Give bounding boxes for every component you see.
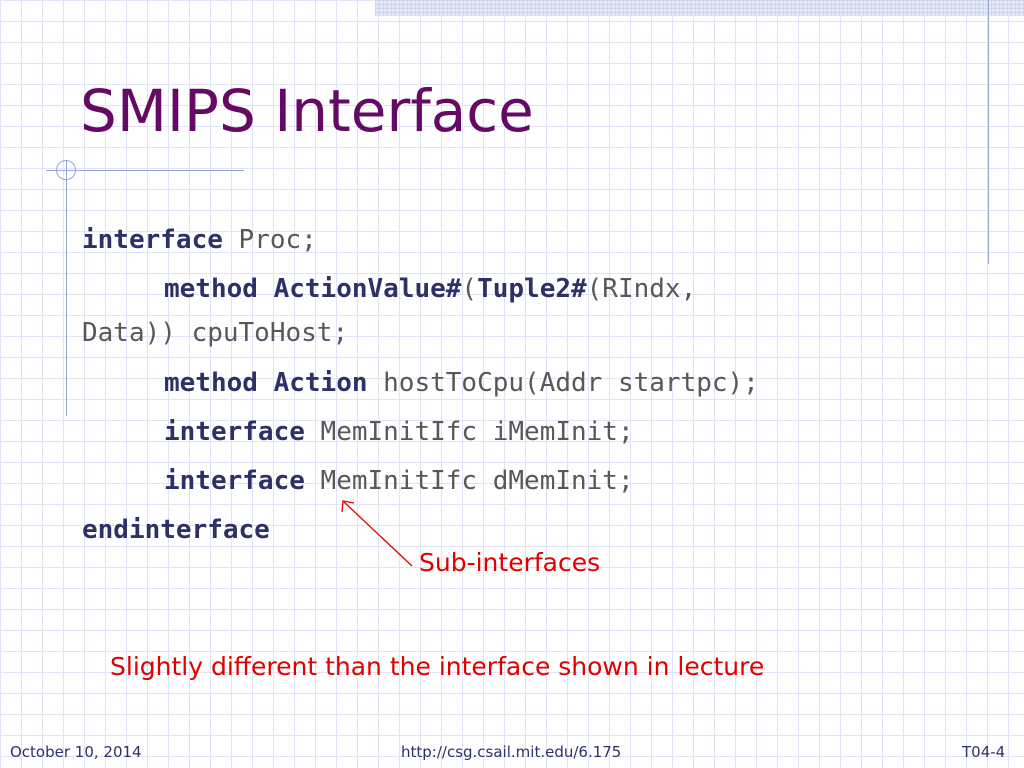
code-keyword: Action bbox=[273, 368, 368, 398]
code-line-4: interface MemInitIfc iMemInit; bbox=[82, 410, 962, 459]
header-decoration-band bbox=[375, 0, 1024, 16]
code-line-6: endinterface bbox=[82, 508, 962, 557]
title-underline-rule bbox=[46, 170, 244, 171]
footer-url: http://csg.csail.mit.edu/6.175 bbox=[401, 743, 622, 761]
sub-interfaces-callout: Sub-interfaces bbox=[419, 548, 601, 577]
code-text: MemInitIfc dMemInit; bbox=[304, 466, 634, 496]
code-text: Proc; bbox=[222, 225, 317, 255]
code-line-3: method Action hostToCpu(Addr startpc); bbox=[82, 361, 962, 410]
slide-title: SMIPS Interface bbox=[80, 77, 534, 145]
code-keyword: Tuple2# bbox=[477, 274, 587, 304]
code-keyword: interface bbox=[164, 466, 305, 496]
code-keyword: method bbox=[164, 274, 258, 304]
code-line-2b: Data)) cpuToHost; bbox=[82, 311, 962, 361]
code-text: (RIndx, bbox=[586, 274, 697, 304]
callout-arrow bbox=[341, 500, 413, 567]
code-keyword: method bbox=[164, 368, 258, 398]
right-vertical-rule bbox=[988, 0, 989, 264]
footer-date: October 10, 2014 bbox=[10, 743, 142, 761]
code-line-1: interface Proc; bbox=[82, 218, 962, 267]
code-keyword: ActionValue# bbox=[273, 274, 462, 304]
code-block: interface Proc; method ActionValue#(Tupl… bbox=[82, 218, 962, 557]
code-keyword: interface bbox=[164, 417, 305, 447]
left-vertical-rule bbox=[66, 160, 67, 416]
lecture-difference-note: Slightly different than the interface sh… bbox=[110, 652, 765, 681]
code-line-5: interface MemInitIfc dMemInit; bbox=[82, 459, 962, 508]
callout-arrow-head bbox=[341, 500, 355, 513]
code-keyword: interface bbox=[82, 225, 223, 255]
code-keyword: endinterface bbox=[82, 515, 270, 545]
code-text: ( bbox=[461, 274, 478, 304]
code-text: Data)) cpuToHost; bbox=[82, 318, 349, 348]
footer-slide-number: T04-4 bbox=[962, 743, 1006, 761]
code-line-2a: method ActionValue#(Tuple2#(RIndx, bbox=[82, 267, 962, 311]
code-text: hostToCpu(Addr startpc); bbox=[367, 368, 759, 398]
code-text: MemInitIfc iMemInit; bbox=[304, 417, 634, 447]
callout-arrow-shaft bbox=[343, 501, 413, 567]
title-rule-circle bbox=[56, 160, 76, 180]
